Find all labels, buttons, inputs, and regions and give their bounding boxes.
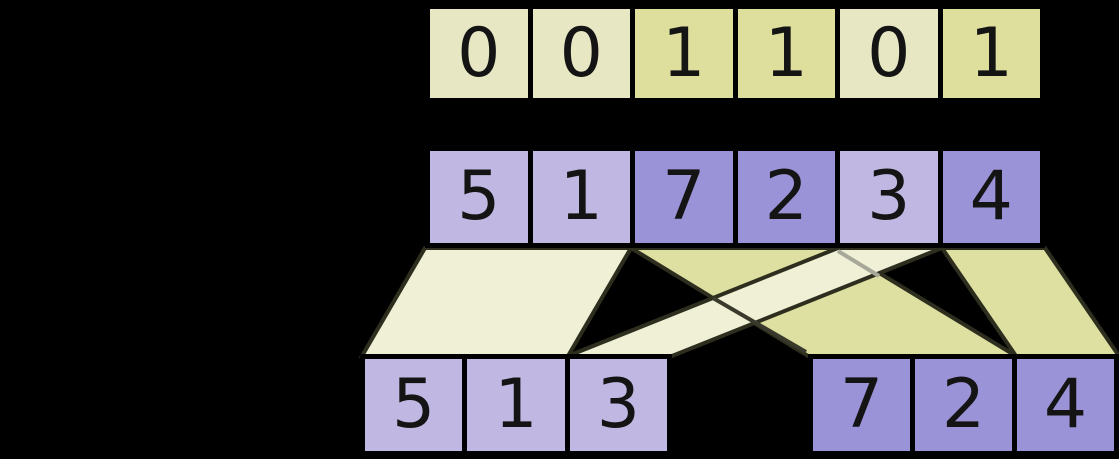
cell-value: 0 <box>867 13 911 93</box>
cell-value: 7 <box>662 157 706 236</box>
array-cell: 7 <box>635 151 733 243</box>
array-cell: 0 <box>532 9 630 98</box>
cell-value: 1 <box>494 365 538 444</box>
array-cell: 1 <box>737 9 835 98</box>
cell-value: 1 <box>662 13 706 93</box>
cell-value: 5 <box>392 365 436 444</box>
array-cell: 5 <box>365 359 463 451</box>
array-cell: 1 <box>942 9 1040 98</box>
cell-value: 4 <box>1043 365 1088 444</box>
flow-band-mask0-left <box>358 246 635 358</box>
array-cell: 2 <box>915 359 1012 451</box>
khaki-edge-through-light-band <box>836 249 881 278</box>
flow-band-mask0-cross-left <box>567 246 943 358</box>
array-cell: 1 <box>532 151 630 243</box>
array-cell: 4 <box>1017 359 1114 451</box>
array-cell: 4 <box>942 151 1040 243</box>
cell-value: 1 <box>969 13 1013 93</box>
cell-value: 2 <box>941 365 986 444</box>
array-cell: 5 <box>430 151 528 243</box>
flow-band-mask1-right <box>938 246 1119 358</box>
cell-value: 4 <box>969 157 1013 236</box>
cell-value: 0 <box>559 13 603 93</box>
cell-value: 3 <box>867 157 911 236</box>
array-cell: 0 <box>430 9 528 98</box>
array-cell: 1 <box>467 359 565 451</box>
array-cell: 3 <box>569 359 667 451</box>
array-cell: 3 <box>840 151 938 243</box>
cell-value: 5 <box>457 157 501 236</box>
cell-value: 0 <box>457 13 501 93</box>
cell-value: 2 <box>764 157 808 236</box>
cell-value: 1 <box>559 157 603 236</box>
cell-value: 3 <box>596 365 640 444</box>
khaki-edge-across-light-band <box>711 296 808 354</box>
cell-value: 7 <box>839 365 884 444</box>
array-cell: 7 <box>813 359 910 451</box>
array-cell: 1 <box>635 9 733 98</box>
array-cell: 2 <box>737 151 835 243</box>
cell-value: 1 <box>764 13 808 93</box>
array-cell: 0 <box>840 9 938 98</box>
